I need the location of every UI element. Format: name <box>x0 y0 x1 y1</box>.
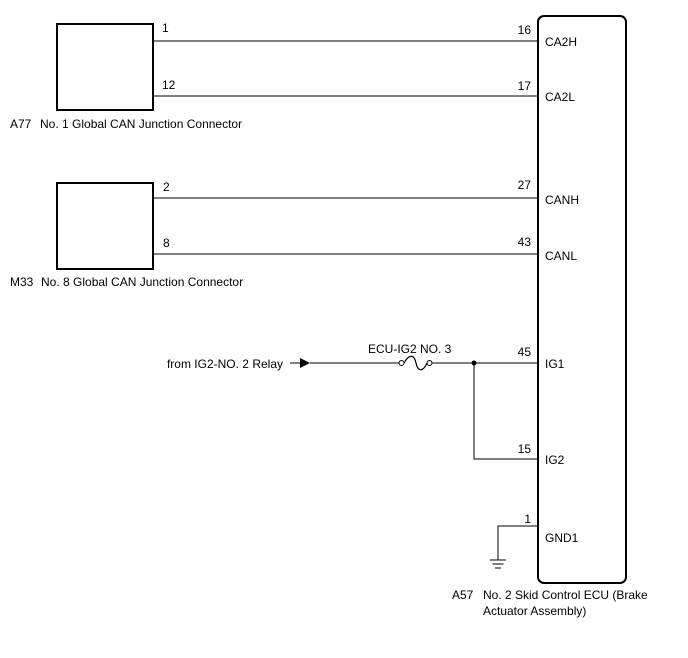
m33-connector-name: No. 8 Global CAN Junction Connector <box>41 275 243 289</box>
a77-pin-1-label: 1 <box>162 21 169 35</box>
power-source-label: from IG2-NO. 2 Relay <box>167 357 283 371</box>
m33-connector-id: M33 <box>10 275 34 289</box>
arrow-right-icon <box>300 358 310 368</box>
ecu-terminal-canh: CANH <box>545 193 579 207</box>
skid-control-ecu-box <box>537 15 627 584</box>
ecu-pin-1-label: 1 <box>524 512 531 526</box>
ecu-terminal-ca2l: CA2L <box>545 90 575 104</box>
a77-connector-id: A77 <box>10 117 32 131</box>
m33-pin-2-label: 2 <box>163 180 170 194</box>
m33-pin-8-label: 8 <box>163 236 170 250</box>
ecu-name-line2: Actuator Assembly) <box>483 604 586 618</box>
fuse-label: ECU-IG2 NO. 3 <box>368 342 452 356</box>
m33-connector-box <box>56 182 154 270</box>
ecu-terminal-ca2h: CA2H <box>545 35 577 49</box>
ecu-terminal-canl: CANL <box>545 249 577 263</box>
ecu-terminal-gnd1: GND1 <box>545 531 579 545</box>
ecu-pin-15-label: 15 <box>518 442 532 456</box>
ecu-pin-45-label: 45 <box>518 345 532 359</box>
a77-pin-12-label: 12 <box>162 78 176 92</box>
a77-connector-name: No. 1 Global CAN Junction Connector <box>40 117 242 131</box>
ecu-pin-43-label: 43 <box>518 235 532 249</box>
ecu-name-line1: No. 2 Skid Control ECU (Brake <box>483 588 648 602</box>
wire-gnd1 <box>497 525 538 560</box>
ecu-id: A57 <box>452 588 474 602</box>
ecu-pin-17-label: 17 <box>518 79 532 93</box>
ecu-pin-16-label: 16 <box>518 23 532 37</box>
ecu-terminal-ig1: IG1 <box>545 357 565 371</box>
ecu-terminal-ig2: IG2 <box>545 453 565 467</box>
wire-ig2 <box>473 363 538 460</box>
ground-icon <box>490 559 506 569</box>
ecu-pin-27-label: 27 <box>518 178 532 192</box>
fuse-icon <box>398 355 433 371</box>
a77-connector-box <box>56 23 154 111</box>
